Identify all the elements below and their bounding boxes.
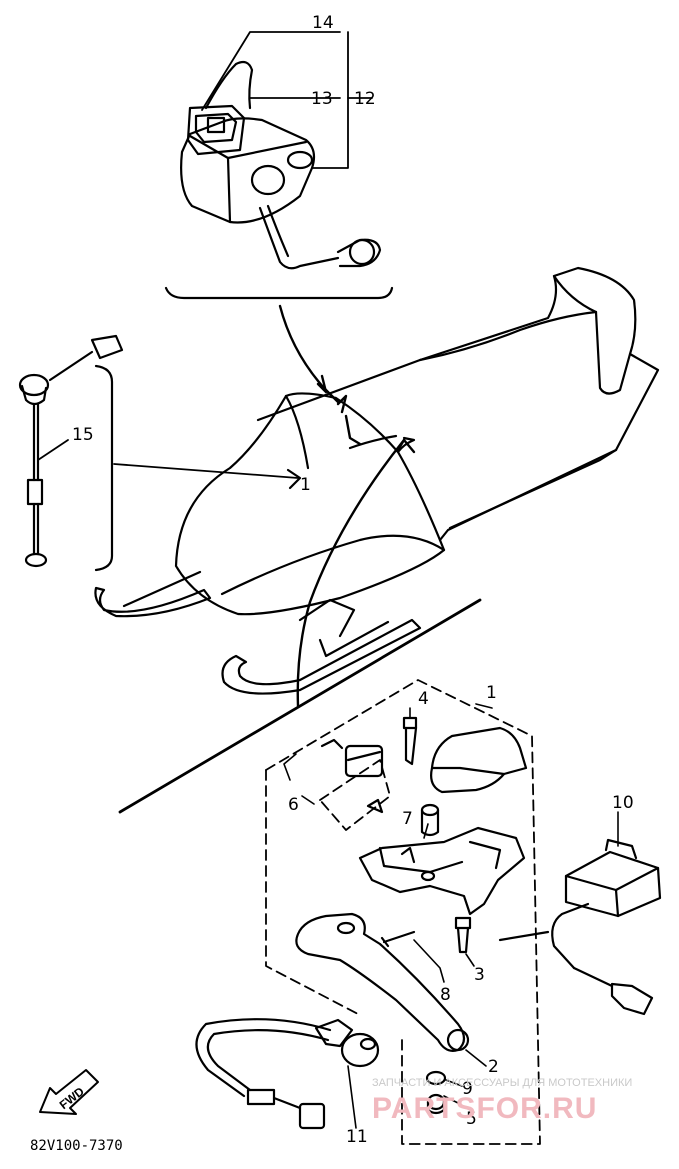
leader-15 xyxy=(37,439,69,461)
callout-2: 2 xyxy=(488,1057,499,1077)
callout-3: 3 xyxy=(474,965,485,985)
spring-7 xyxy=(420,803,440,837)
callout-5: 5 xyxy=(466,1109,477,1129)
throttle-housing-assembly xyxy=(180,60,382,270)
callout-15: 15 xyxy=(72,425,94,445)
callout-7: 7 xyxy=(402,809,413,829)
kill-switch-cord xyxy=(18,334,124,568)
dashed-group-1 xyxy=(265,679,541,1145)
ground-line xyxy=(118,598,482,814)
callout-leaders-top xyxy=(201,31,373,169)
lever-bracket xyxy=(358,826,526,916)
throttle-cable-routing xyxy=(278,304,416,708)
callout-9: 9 xyxy=(462,1079,473,1099)
bolt-3 xyxy=(454,916,472,954)
callout-6: 6 xyxy=(288,795,299,815)
fwd-label: FWD xyxy=(57,1084,87,1112)
fwd-arrow xyxy=(39,1069,99,1115)
callout-leaders-bottom xyxy=(283,703,619,1129)
callout-14: 14 xyxy=(312,13,334,33)
part-code: 82V100-7370 xyxy=(30,1138,123,1154)
snowmobile-outline xyxy=(94,266,660,695)
throttle-cable-11 xyxy=(195,1018,380,1130)
leader-15-arrow xyxy=(113,463,299,479)
callout-1-bottom: 1 xyxy=(486,683,497,703)
callout-1-top: 1 xyxy=(300,475,311,495)
callout-10: 10 xyxy=(612,793,634,813)
watermark-logo: PARTSFOR.RU xyxy=(372,1092,597,1125)
bracket-kill-switch xyxy=(94,364,114,572)
connector-10 xyxy=(498,838,662,1016)
lever-cover xyxy=(430,726,528,794)
bolt-4 xyxy=(402,716,418,766)
watermark-tagline: ЗАПЧАСТИ И АКСЕССУАРЫ ДЛЯ МОТОТЕХНИКИ xyxy=(372,1077,632,1089)
washers-5-9 xyxy=(425,1070,447,1115)
callout-11: 11 xyxy=(346,1127,368,1147)
callout-8: 8 xyxy=(440,985,451,1005)
bracket-top-group xyxy=(164,286,394,300)
brake-lever xyxy=(295,912,470,1052)
callout-12: 12 xyxy=(354,89,376,109)
callout-4: 4 xyxy=(418,689,429,709)
callout-13: 13 xyxy=(311,89,333,109)
screw-8 xyxy=(380,930,416,948)
brake-light-switch-6 xyxy=(320,738,384,814)
